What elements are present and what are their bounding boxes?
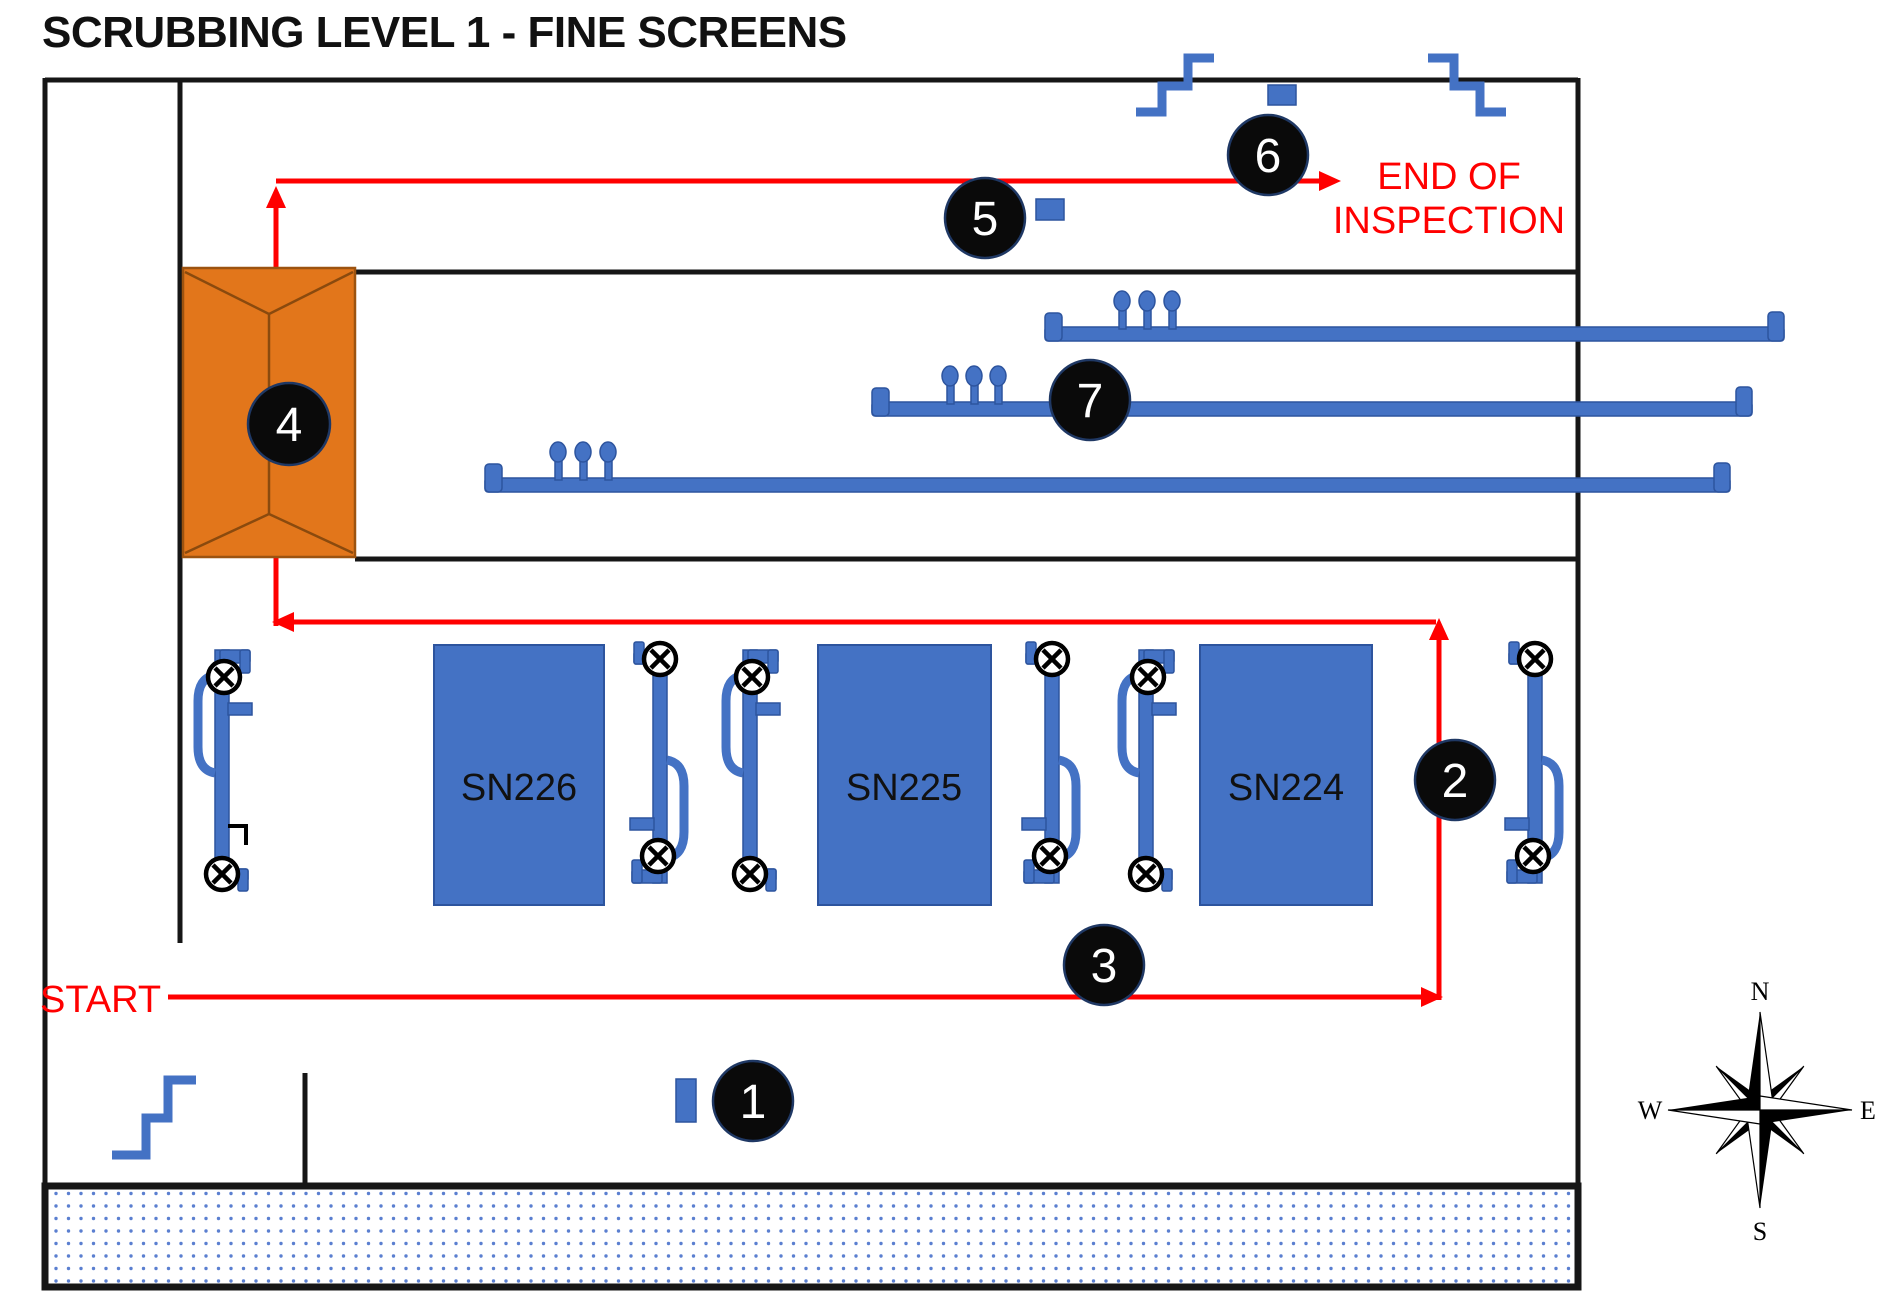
spray-pipe-middle <box>871 365 1753 417</box>
stairs-icon-top-right <box>1428 53 1506 117</box>
machine-label: SN225 <box>846 767 962 809</box>
waypoint-marker-1: 1 <box>711 1059 795 1143</box>
svg-text:3: 3 <box>1091 940 1118 993</box>
waypoint-marker-6: 6 <box>1226 113 1310 197</box>
channel-hatched-area <box>41 1182 1582 1291</box>
svg-text:5: 5 <box>972 193 999 246</box>
start-label: START <box>40 979 161 1021</box>
building-walls <box>42 77 1581 1190</box>
valve-assembly-3 <box>726 650 780 891</box>
svg-text:7: 7 <box>1077 375 1104 428</box>
end-label-line1: END OF <box>1377 156 1521 198</box>
stairs-icon-bottom-left <box>112 1075 196 1160</box>
valve-assembly-2 <box>630 642 684 883</box>
valve-assembly-4 <box>1022 642 1076 883</box>
svg-text:4: 4 <box>276 399 303 452</box>
valve-assembly-1 <box>198 650 252 891</box>
spray-pipe-bottom <box>484 441 1731 493</box>
equipment-square-waypoint1 <box>675 1078 697 1123</box>
waypoint-marker-2: 2 <box>1413 738 1497 822</box>
waypoint-marker-7: 7 <box>1048 358 1132 442</box>
compass-label-west: W <box>1638 1096 1663 1125</box>
route-arrow-left-icon <box>272 612 294 632</box>
compass-label-north: N <box>1751 977 1770 1006</box>
equipment-square-waypoint5 <box>1035 198 1065 221</box>
machine-label: SN224 <box>1228 767 1344 809</box>
machine-label: SN226 <box>461 767 577 809</box>
route-arrow-end-icon <box>1319 171 1341 191</box>
waypoint-marker-4: 4 <box>246 381 332 467</box>
compass-label-east: E <box>1860 1096 1876 1125</box>
route-arrow-up-icon <box>1429 618 1449 640</box>
waypoint-marker-3: 3 <box>1062 923 1146 1007</box>
compass-rose: N S W E <box>1638 977 1876 1246</box>
valve-assembly-6 <box>1505 642 1559 883</box>
valve-assembly-5 <box>1122 650 1176 891</box>
svg-text:1: 1 <box>740 1076 767 1129</box>
drain-hook-icon <box>228 824 248 845</box>
route-arrow-right-icon <box>1421 987 1443 1007</box>
svg-text:6: 6 <box>1255 130 1282 183</box>
svg-text:2: 2 <box>1442 755 1469 808</box>
compass-label-south: S <box>1753 1217 1767 1246</box>
equipment-square-top <box>1267 84 1297 106</box>
route-arrow-up-icon-2 <box>266 186 286 208</box>
fine-screen-sn225: SN225 <box>817 644 992 906</box>
page-title: SCRUBBING LEVEL 1 - FINE SCREENS <box>42 8 847 57</box>
end-label-line2: INSPECTION <box>1333 200 1565 242</box>
stairs-icon-top-left <box>1136 53 1214 117</box>
fine-screen-sn224: SN224 <box>1199 644 1373 906</box>
fine-screen-sn226: SN226 <box>433 644 605 906</box>
waypoint-marker-5: 5 <box>943 176 1027 260</box>
spray-pipe-top <box>1044 290 1785 342</box>
